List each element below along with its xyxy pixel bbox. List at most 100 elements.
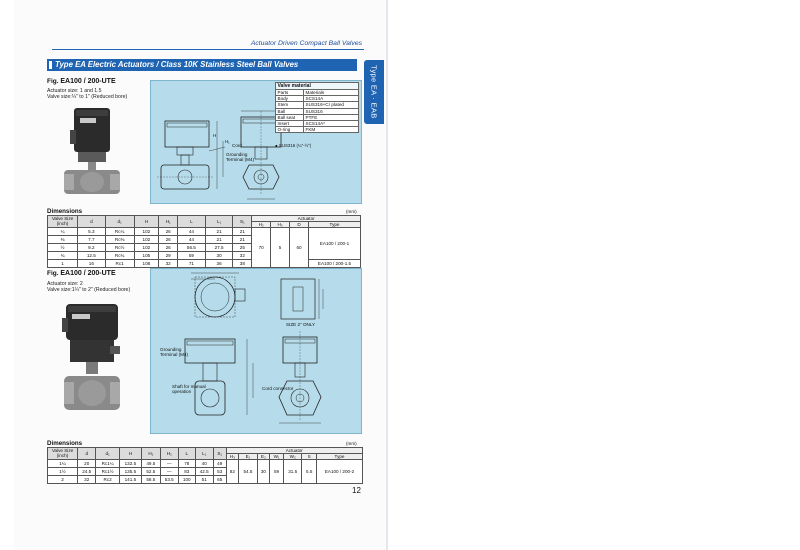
fig-name: EA100 / 200-UTE xyxy=(60,78,116,85)
cell: 52.5 xyxy=(141,467,161,476)
cell: 27.5 xyxy=(204,243,234,252)
dimensions-table-1: Valve Size (inch) d d₁ H H₁ L L₁ S₁ Actu… xyxy=(47,215,361,268)
col-d: d xyxy=(76,447,97,460)
col-L1: L₁ xyxy=(194,447,214,460)
label-grounding-2: Grounding Terminal (M4) xyxy=(160,347,189,358)
cell: 20 xyxy=(76,459,97,468)
cell: Rc⅜ xyxy=(104,235,135,244)
col-H1: H₁ xyxy=(141,447,161,460)
cell: 32 xyxy=(76,475,97,484)
cell: ⅜ xyxy=(47,235,78,244)
cell: 132.5 xyxy=(118,459,143,468)
table-row: ¼ 5.3 Rc¼ 102 26 44 21 21 70 5 60 EA100 … xyxy=(47,227,361,268)
cell-act-E1: 54.5 xyxy=(238,459,258,484)
cell: 16 xyxy=(77,259,106,268)
col-H1: H₁ xyxy=(158,215,179,228)
dim-H: H xyxy=(213,133,216,138)
cell: Rc¼ xyxy=(104,227,135,236)
drawing-panel-2 xyxy=(150,268,362,434)
cell: 53.5 xyxy=(159,475,180,484)
cell-act-S: 5.5 xyxy=(301,459,317,484)
col-H: H xyxy=(133,215,160,228)
cell: — xyxy=(159,459,180,468)
cell: 21 xyxy=(232,235,253,244)
fig-prefix: Fig. xyxy=(47,78,59,85)
cell: ½ xyxy=(47,243,78,252)
fig-name: EA100 / 200-UTE xyxy=(60,270,116,277)
cell-act-type: EA100 / 200-2 xyxy=(316,459,363,484)
dimensions-label-2: Dimensions xyxy=(47,440,83,447)
page-edge xyxy=(386,0,388,550)
cell: 42.5 xyxy=(194,467,214,476)
cell: 5.3 xyxy=(77,227,106,236)
spec-valve-size: Valve size:1¼" to 2" (Reduced bore) xyxy=(47,287,131,294)
page-number: 12 xyxy=(352,486,361,495)
valve-material-note: ● SUS316 (¼"-½") xyxy=(275,143,312,148)
dimensions-table-2: Valve Size (inch) d d₁ H H₁ H₂ L L₁ S₁ A… xyxy=(47,447,364,484)
cell-act-H3: 5 xyxy=(270,227,291,268)
cell: 21 xyxy=(232,227,253,236)
cell: 105 xyxy=(133,251,160,260)
cell-act-E2: 30 xyxy=(256,459,271,484)
cell: 1½ xyxy=(47,467,78,476)
vm-cell: O-ring xyxy=(274,126,305,134)
cell: 26 xyxy=(158,227,179,236)
cell: 49 xyxy=(212,459,227,468)
cell: 58.5 xyxy=(141,475,161,484)
cell: 108 xyxy=(133,259,160,268)
cell-act-H2: 70 xyxy=(251,227,272,268)
cell: 49.5 xyxy=(141,459,161,468)
cell: 102 xyxy=(133,243,160,252)
spec-actuator-size: Actuator size: 1 and 1.5 xyxy=(47,88,102,94)
col-valve-size: Valve Size (inch) xyxy=(47,447,78,460)
cell: 102 xyxy=(133,227,160,236)
table-row: 1 16 Rc1 108 32 71 36 38 EA100 / 200-1.5 xyxy=(47,259,361,268)
col-S1: S₁ xyxy=(232,215,253,228)
fig-label-2: Fig. EA100 / 200-UTE xyxy=(47,270,116,277)
cell-act-type-b: EA100 / 200-1.5 xyxy=(308,259,361,268)
cell-act-D: 60 xyxy=(289,227,309,268)
cell: 21 xyxy=(204,235,234,244)
mm-unit-2: (mm) xyxy=(346,441,357,446)
running-header: Actuator Driven Compact Ball Valves xyxy=(250,40,362,47)
cell: 32 xyxy=(158,259,179,268)
col-valve-size: Valve Size (inch) xyxy=(47,215,78,228)
cell: 2 xyxy=(47,475,78,484)
spec-block-1: Actuator size: 1 and 1.5 Valve size:¼" t… xyxy=(47,88,127,101)
label-size-2-only: SIZE 2" ONLY xyxy=(286,322,316,327)
technical-drawing-2 xyxy=(184,272,324,424)
cell: 59 xyxy=(177,251,206,260)
cell: 135.5 xyxy=(118,467,143,476)
cell: 32 xyxy=(232,251,253,260)
col-S1: S₁ xyxy=(212,447,227,460)
product-photo-1 xyxy=(64,108,120,194)
cell: 38 xyxy=(232,259,253,268)
mm-unit-1: (mm) xyxy=(346,209,357,214)
col-H2: H₂ xyxy=(159,447,180,460)
cell: 12.5 xyxy=(77,251,106,260)
col-L: L xyxy=(177,215,206,228)
section-title: Type EA Electric Actuators / Class 10K S… xyxy=(47,59,357,71)
cell: 26 xyxy=(158,235,179,244)
cell-act-W1: 59 xyxy=(269,459,284,484)
cell: 29 xyxy=(158,251,179,260)
cell: — xyxy=(159,467,180,476)
cell: 53 xyxy=(212,467,227,476)
cell: Rc1 xyxy=(104,259,135,268)
col-d1: d₁ xyxy=(95,447,120,460)
cell: 100 xyxy=(178,475,196,484)
col-d1: d₁ xyxy=(104,215,135,228)
col-L: L xyxy=(178,447,196,460)
spec-actuator-size: Actuator size: 2 xyxy=(47,281,83,287)
cell: 56.5 xyxy=(177,243,206,252)
cell: Rc1¼ xyxy=(95,459,120,468)
cell: Rc2 xyxy=(95,475,120,484)
cell-act-type-a: EA100 / 200-1 xyxy=(308,227,361,260)
cell: Rc1½ xyxy=(95,467,120,476)
cell: Rc¾ xyxy=(104,251,135,260)
product-photo-2 xyxy=(62,304,120,410)
dim-H1: H₁ xyxy=(225,139,230,144)
header-rule xyxy=(52,49,364,50)
label-grounding-1: Grounding Terminal (M4) xyxy=(226,152,255,163)
